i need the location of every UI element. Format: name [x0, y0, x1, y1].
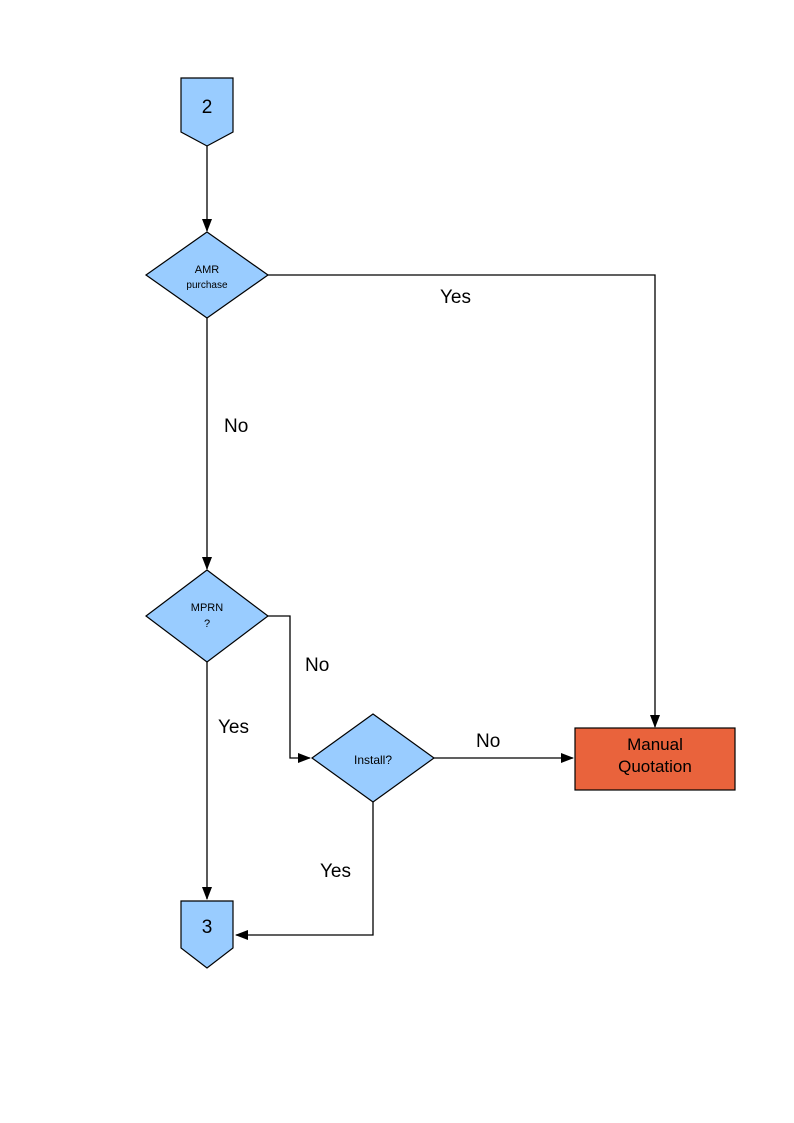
connector-3-label: 3 — [202, 917, 213, 938]
node-connector-3: 3 — [180, 900, 234, 969]
connector-3-shape — [180, 900, 234, 969]
node-decision-amr-purchase: AMR purchase — [144, 231, 270, 319]
edge-label-install-no: No — [476, 731, 500, 752]
manual-quotation-label-line2: Quotation — [618, 757, 692, 776]
edge-mprn-no-to-install — [267, 615, 311, 763]
mprn-label-line2: ? — [204, 618, 210, 630]
node-decision-mprn: MPRN ? — [145, 569, 269, 663]
install-shape — [310, 713, 436, 803]
node-decision-install: Install? — [310, 713, 436, 803]
manual-quotation-shape — [574, 727, 736, 791]
manual-quotation-label-line1: Manual — [627, 735, 683, 754]
edge-label-amr-no: No — [224, 416, 248, 437]
amr-purchase-shape — [144, 231, 270, 319]
connector-2-label: 2 — [202, 97, 213, 118]
edge-install-yes-to-connector3 — [235, 802, 374, 940]
node-process-manual-quotation: Manual Quotation — [574, 727, 736, 791]
install-label: Install? — [354, 753, 392, 767]
amr-purchase-label-line2: purchase — [186, 280, 228, 291]
edge-amr-yes-to-manual-quotation — [268, 274, 660, 728]
edge-label-install-yes: Yes — [320, 861, 351, 882]
mprn-shape — [145, 569, 269, 663]
amr-purchase-label-line1: AMR — [195, 264, 220, 276]
connector-2-shape — [180, 77, 234, 147]
edge-label-mprn-no: No — [305, 655, 329, 676]
edge-label-mprn-yes: Yes — [218, 717, 249, 738]
node-connector-2: 2 — [180, 77, 234, 147]
edge-label-amr-yes: Yes — [440, 287, 471, 308]
mprn-label-line1: MPRN — [191, 602, 223, 614]
